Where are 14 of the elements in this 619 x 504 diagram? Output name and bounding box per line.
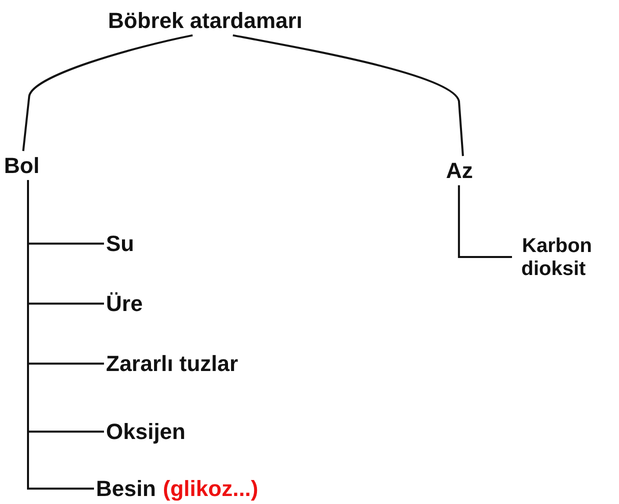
- connector-line: [232, 34, 464, 156]
- node-label: Zararlı tuzlar: [106, 351, 238, 376]
- connector-line: [22, 34, 193, 152]
- node-label: Az: [446, 158, 473, 183]
- node-label: Besin: [96, 476, 156, 501]
- node-label: Su: [106, 231, 134, 256]
- node-label: Üre: [106, 291, 143, 316]
- node-label: Böbrek atardamarı: [108, 8, 302, 33]
- node-label: Karbon dioksit: [521, 235, 592, 280]
- connector-line: [27, 180, 94, 490]
- node-label: Oksijen: [106, 419, 186, 444]
- note-text: (glikoz...): [162, 476, 258, 501]
- node-label: Bol: [4, 153, 40, 178]
- connector-line: [458, 185, 512, 258]
